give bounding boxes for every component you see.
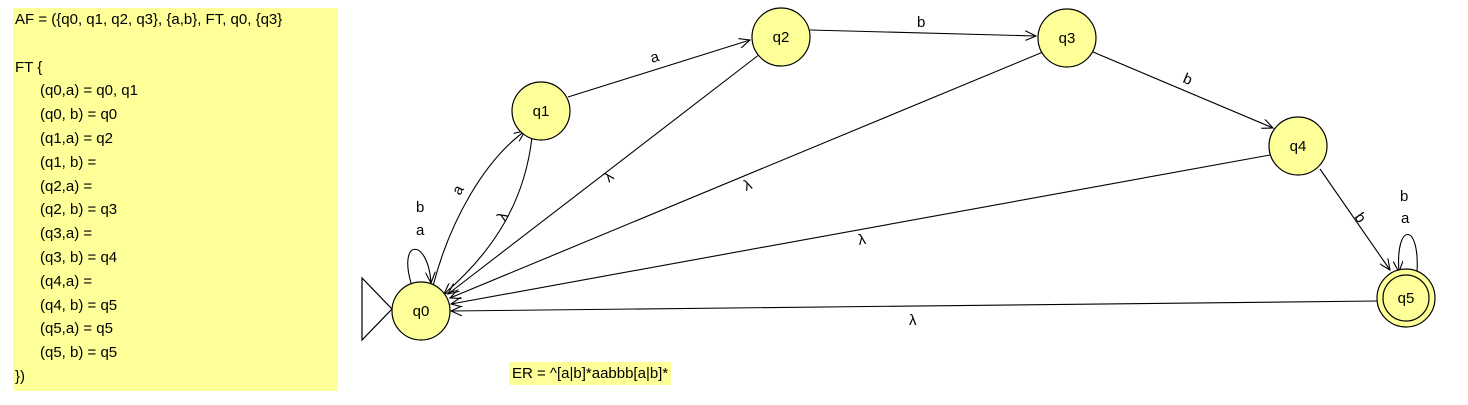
- edge-label: a: [648, 48, 662, 67]
- state-q1[interactable]: q1: [511, 81, 571, 141]
- edge-label: λ: [741, 176, 755, 195]
- transition-line: (q2, b) = q3: [40, 201, 118, 219]
- state-label: q4: [1290, 138, 1307, 155]
- edge-label: b: [1180, 70, 1194, 89]
- transition-line: (q1, b) =: [40, 153, 97, 171]
- state-label: q1: [533, 103, 550, 120]
- edge-q5-q0: [451, 300, 1378, 311]
- state-label: q2: [773, 29, 790, 46]
- edge-q2-q0: [448, 53, 761, 294]
- transition-line: (q0,a) = q0, q1: [40, 82, 138, 100]
- transition-line: (q3, b) = q4: [40, 248, 118, 266]
- edge-label: a: [449, 182, 468, 198]
- edge-label: λ: [494, 209, 513, 224]
- state-label: q5: [1398, 290, 1415, 307]
- transition-line: (q0, b) = q0: [40, 106, 118, 124]
- edge-label: b: [416, 199, 424, 216]
- edge-label: λ: [909, 312, 917, 329]
- edge-q1-q2: [567, 40, 750, 98]
- state-q0[interactable]: q0: [391, 281, 451, 341]
- state-q4[interactable]: q4: [1268, 116, 1328, 176]
- transition-line: (q5, b) = q5: [40, 344, 118, 362]
- edge-label: a: [416, 222, 425, 239]
- transition-line: (q1,a) = q2: [40, 129, 113, 147]
- edge-label: b: [1351, 210, 1370, 227]
- edge-q3-q0: [450, 51, 1044, 298]
- edge-label: b: [917, 14, 925, 31]
- regex-note: ER = ^[a|b]*aabbb[a|b]*: [509, 362, 672, 385]
- state-q3[interactable]: q3: [1037, 8, 1097, 68]
- edge-q5-q5-loop: [1399, 233, 1418, 273]
- edge-q0-q0-loop: [407, 248, 431, 283]
- state-label: q0: [413, 303, 430, 320]
- edge-q3-q4: [1092, 51, 1273, 128]
- fa-definition-note: AF = ({q0, q1, q2, q3}, {a,b}, FT, q0, {…: [13, 8, 338, 391]
- ft-open: FT {: [15, 58, 43, 76]
- initial-state-arrow: [361, 276, 393, 342]
- transition-line: (q4,a) =: [40, 272, 93, 290]
- edge-q4-q5: [1319, 168, 1390, 270]
- edge-label: b: [1400, 188, 1408, 205]
- state-q2[interactable]: q2: [751, 7, 811, 67]
- edge-label: a: [1401, 210, 1410, 227]
- edge-q4-q0: [451, 154, 1271, 304]
- state-label: q3: [1059, 30, 1076, 47]
- edge-q2-q3: [809, 29, 1036, 36]
- fa-tuple-header: AF = ({q0, q1, q2, q3}, {a,b}, FT, q0, {…: [15, 11, 283, 28]
- edge-q1-q0: [444, 136, 533, 294]
- transition-line: (q3,a) =: [40, 225, 93, 243]
- transition-line: (q5,a) = q5: [40, 320, 113, 338]
- edge-q0-q1: [432, 131, 525, 287]
- transition-line: (q2,a) =: [40, 177, 93, 195]
- edge-label: λ: [857, 231, 868, 249]
- ft-close: }): [15, 367, 26, 385]
- transition-line: (q4, b) = q5: [40, 296, 118, 314]
- state-q5[interactable]: q5: [1376, 268, 1436, 328]
